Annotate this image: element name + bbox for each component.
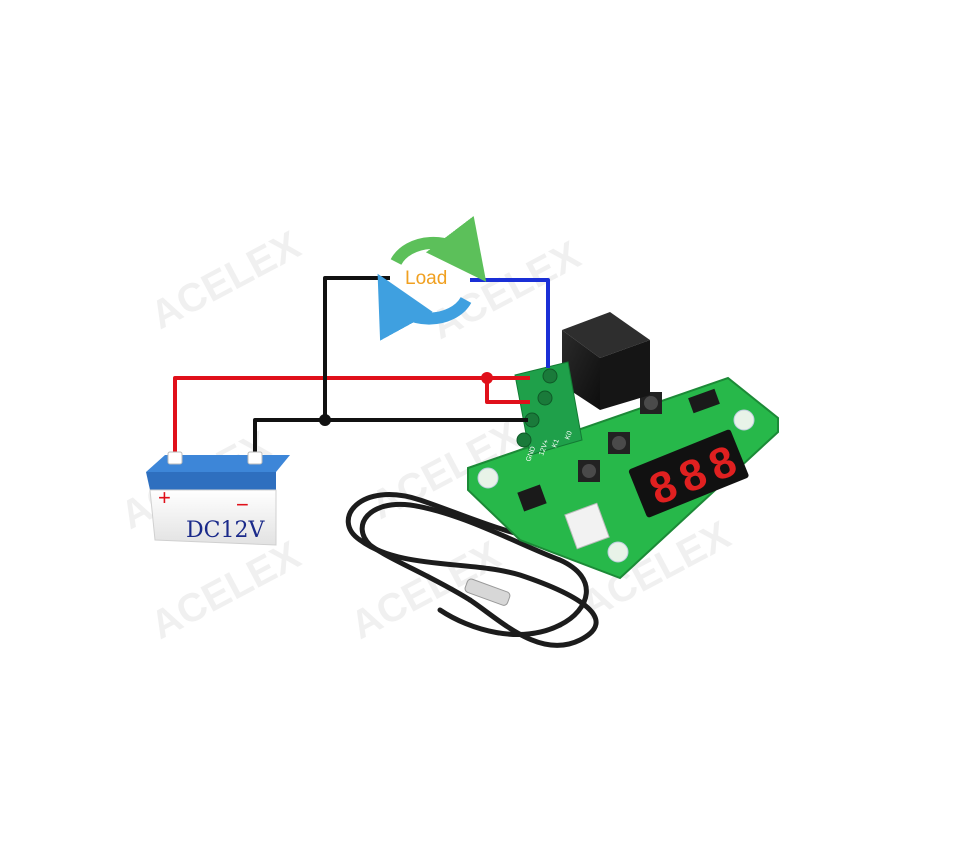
- battery-body: [149, 489, 277, 546]
- mount-hole: [733, 409, 755, 431]
- battery-terminal-negative: [247, 451, 263, 465]
- relay: [562, 312, 650, 410]
- probe-tip: [464, 578, 511, 606]
- terminal-block: [514, 361, 583, 456]
- wiring: [173, 276, 550, 462]
- button-cap: [644, 396, 658, 410]
- sensor-connector: [564, 502, 610, 550]
- recycle-arrow-green: [390, 215, 487, 282]
- led-display: 8 8 8: [628, 429, 749, 518]
- watermark-text: ACELEX: [144, 223, 308, 338]
- mount-hole: [607, 541, 629, 563]
- temperature-probe-cable: [345, 492, 603, 648]
- wire-positive: [173, 376, 530, 460]
- terminal-screw: [537, 390, 553, 406]
- terminal-body: [514, 361, 583, 456]
- watermark-text: ACELEX: [144, 533, 308, 648]
- display-housing: [628, 429, 749, 518]
- wire-ground: [253, 418, 528, 462]
- battery-minus-symbol: −: [236, 492, 249, 517]
- load-symbol: Load: [377, 215, 487, 341]
- wire-load-return: [323, 276, 390, 420]
- thermostat-board: 8 8 8 GND 12V+: [467, 312, 779, 580]
- recycle-arrow-blue: [377, 273, 472, 341]
- button-cap: [612, 436, 626, 450]
- push-button-group: [578, 392, 662, 482]
- battery-voltage-label: DC12V: [186, 518, 265, 543]
- battery-terminal-positive: [167, 451, 183, 465]
- terminal-screw: [542, 368, 558, 384]
- load-label: Load: [405, 268, 447, 289]
- pin-label: GND: [525, 446, 537, 463]
- battery-plus-symbol: +: [158, 485, 171, 510]
- ic-chip: [517, 484, 547, 512]
- terminal-screw: [516, 432, 532, 448]
- junction-dot: [319, 414, 331, 426]
- wire-load: [470, 278, 550, 368]
- button-cap: [582, 464, 596, 478]
- wire-positive-jumper: [485, 378, 530, 404]
- ic-chip: [688, 388, 720, 414]
- pcb-substrate: [467, 376, 779, 580]
- relay-side: [600, 340, 650, 410]
- pin-label: K0: [564, 430, 574, 441]
- junction-dot: [481, 372, 493, 384]
- relay-top: [562, 312, 650, 358]
- battery-top-face: [146, 472, 276, 490]
- mount-hole: [477, 467, 499, 489]
- pin-label: K1: [551, 438, 561, 449]
- battery: + − DC12V: [146, 451, 290, 546]
